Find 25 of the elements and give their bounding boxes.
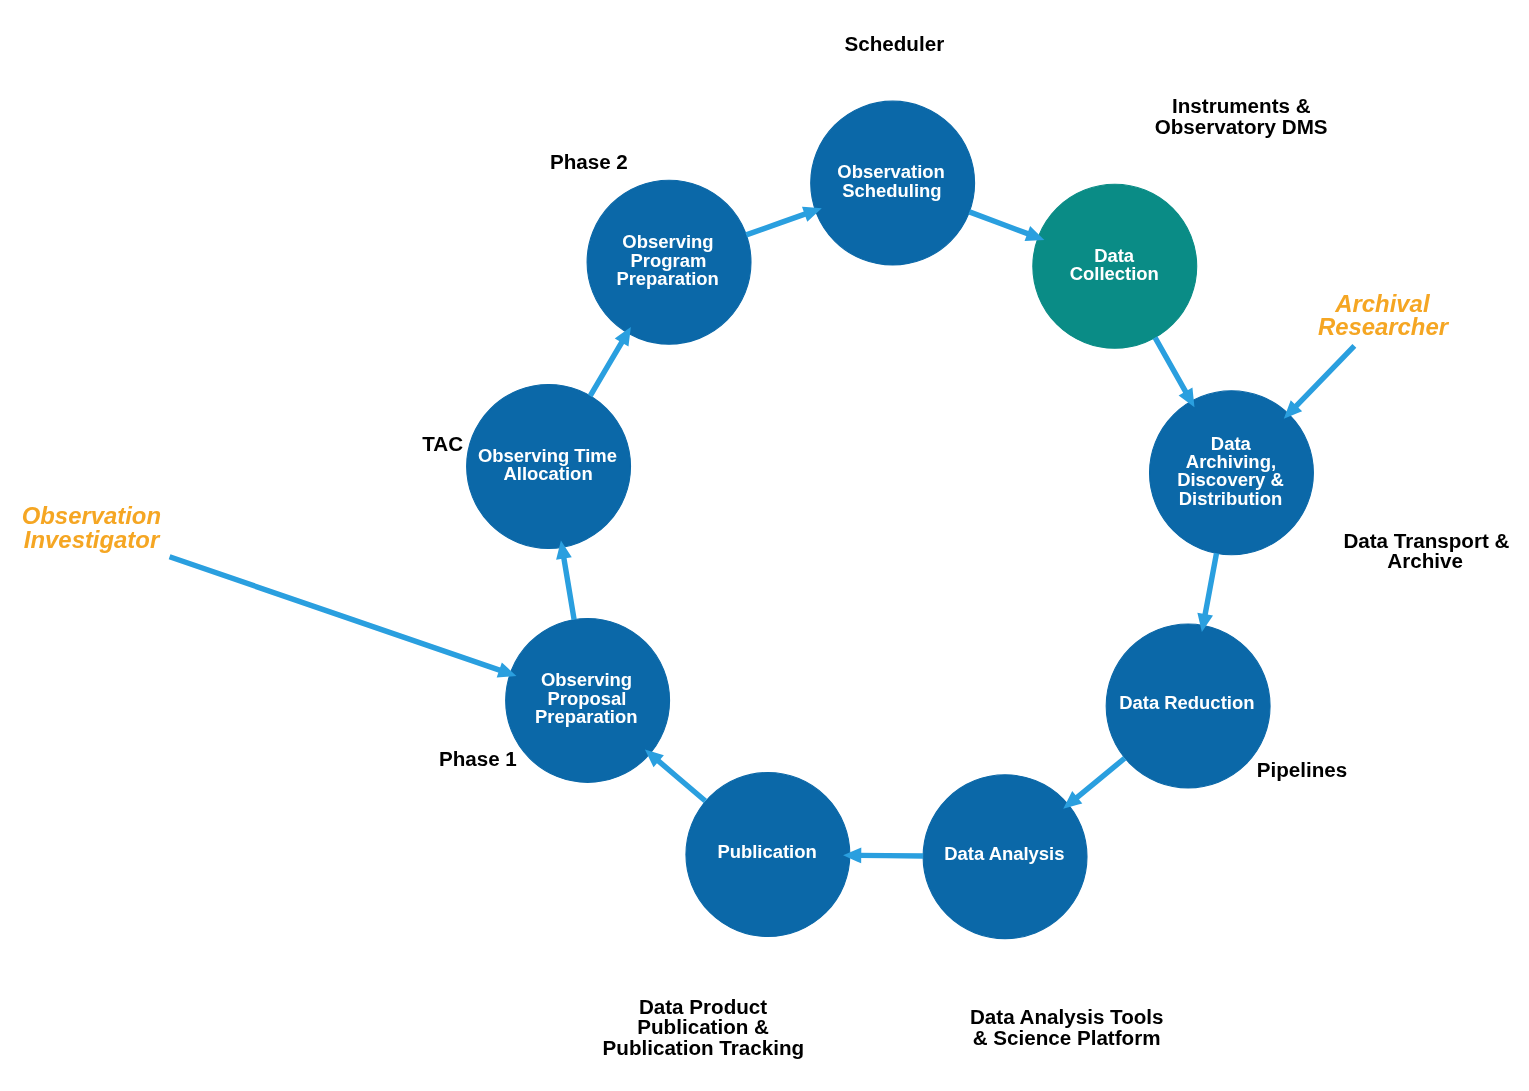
node-label: Phase 2 bbox=[549, 149, 628, 173]
node-label: Data Product Publication & Publication Tracking bbox=[602, 994, 805, 1059]
node-circle: Data Collection bbox=[1032, 183, 1198, 349]
arrow bbox=[644, 748, 708, 803]
arrow bbox=[968, 208, 1045, 241]
node-circle: Observation Scheduling bbox=[810, 100, 976, 266]
node-label: Data Transport & Archive bbox=[1343, 528, 1510, 572]
arrow bbox=[587, 326, 631, 397]
arrow bbox=[168, 553, 517, 678]
node-circle: Observing Time Allocation bbox=[466, 383, 632, 549]
arrow bbox=[745, 206, 822, 237]
arrow bbox=[556, 540, 577, 620]
node-label: Data Analysis Tools & Science Platform bbox=[969, 1004, 1164, 1049]
arrow bbox=[843, 846, 924, 863]
node-circle: Data Analysis bbox=[922, 773, 1088, 939]
node-label: Scheduler bbox=[844, 31, 945, 55]
arrow bbox=[1283, 343, 1357, 419]
node-text: Observation Investigator bbox=[21, 501, 162, 553]
node-label: TAC bbox=[422, 431, 464, 455]
node-text: Archival Researcher bbox=[1317, 289, 1449, 340]
node-circle: Publication bbox=[685, 771, 851, 937]
arrow bbox=[1152, 335, 1195, 407]
arrow bbox=[1063, 755, 1127, 809]
arrow bbox=[1197, 552, 1220, 632]
node-label: Instruments & Observatory DMS bbox=[1154, 93, 1328, 138]
